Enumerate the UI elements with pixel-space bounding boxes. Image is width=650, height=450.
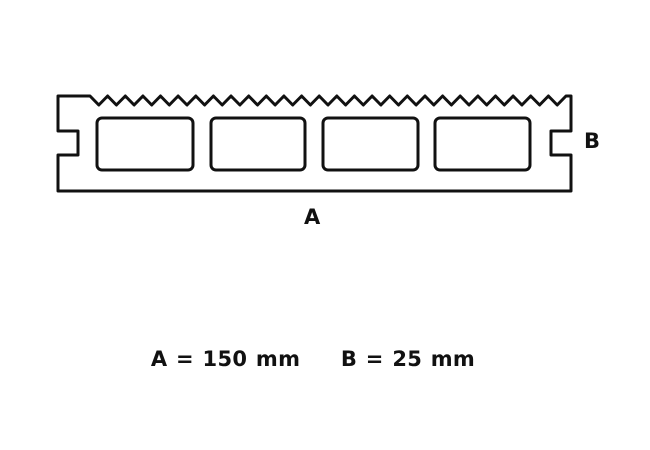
caption-a: A = 150 mm xyxy=(150,347,301,371)
board-outline xyxy=(56,94,573,193)
hollow-chamber-2 xyxy=(209,116,307,172)
dimension-label-b: B xyxy=(584,129,601,153)
hollow-chamber-1 xyxy=(95,116,195,172)
hollow-chamber-3 xyxy=(321,116,420,172)
caption-b: B = 25 mm xyxy=(340,347,476,371)
hollow-chamber-4 xyxy=(433,116,532,172)
dimension-label-a: A xyxy=(304,205,321,229)
dimension-caption: A = 150 mm B = 25 mm xyxy=(0,347,626,371)
